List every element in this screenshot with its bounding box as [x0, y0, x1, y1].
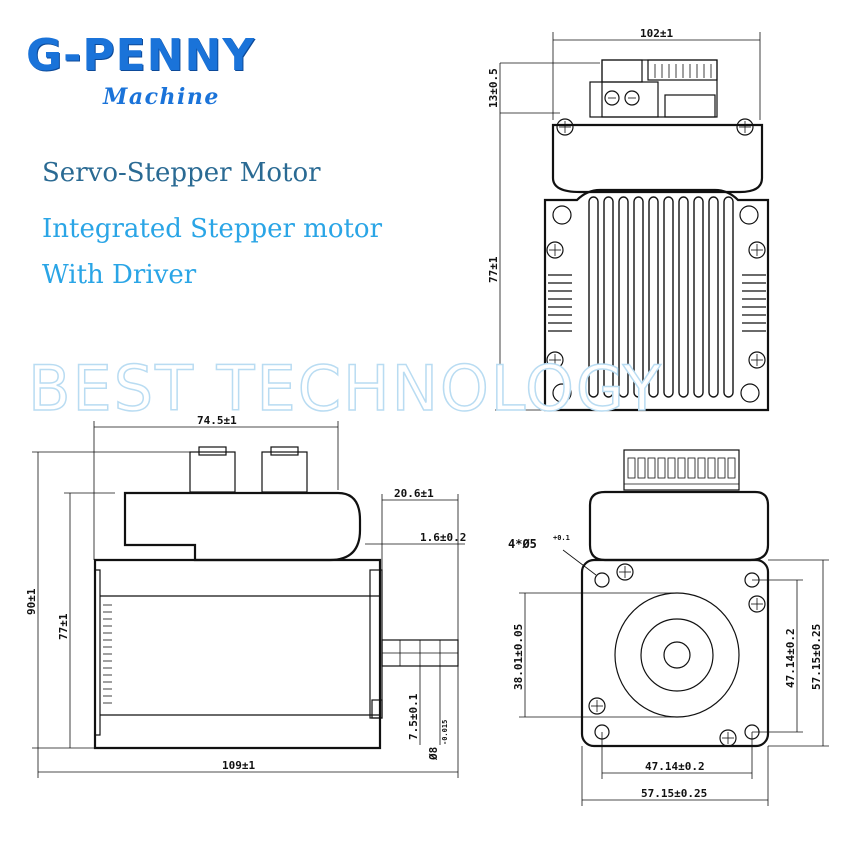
side-ribs [103, 604, 112, 704]
dim-top-width: 102±1 [640, 27, 673, 40]
front-view: 4*Ø5 +0.1 38.01±0.05 47.14±0.2 57.15±0.2… [508, 449, 829, 806]
dim-front-pitch-h: 47.14±0.2 [645, 760, 705, 773]
front-connector-pins [624, 457, 739, 485]
cooling-fins [548, 196, 766, 398]
dim-front-pitch-v: 47.14±0.2 [784, 628, 797, 688]
dim-top-body: 77±1 [487, 256, 500, 283]
dim-front-holes-tol: +0.1 [553, 534, 570, 542]
watermark-text: BEST TECHNOLOGY [27, 351, 663, 426]
dim-shaft-step: 1.6±0.2 [420, 531, 466, 544]
dim-top-connector: 13±0.5 [487, 68, 500, 108]
connector-pins [654, 64, 712, 78]
dim-side-body-h: 77±1 [57, 613, 70, 640]
dim-front-holes: 4*Ø5 [508, 537, 537, 551]
dim-shaft-diameter: Ø8 [427, 747, 440, 761]
dim-side-total-len: 109±1 [222, 759, 255, 772]
brand-logo-text: G-PENNY [26, 30, 256, 81]
dim-shaft-length: 20.6±1 [394, 487, 434, 500]
dim-front-boss: 38.01±0.05 [512, 624, 525, 690]
side-view: 74.5±1 90±1 77±1 [25, 414, 466, 778]
dim-side-total-h: 90±1 [25, 588, 38, 615]
heading-with-driver: With Driver [42, 260, 197, 290]
brand-subtitle: Machine [103, 84, 220, 110]
heading-servo-stepper: Servo-Stepper Motor [42, 158, 321, 188]
dim-front-flange-h: 57.15±0.25 [641, 787, 707, 800]
mounting-screws [546, 118, 766, 403]
top-view: 102±1 [487, 27, 770, 412]
dim-shaft-flat: 7.5±0.1 [407, 693, 420, 740]
dim-front-flange-v: 57.15±0.25 [810, 624, 823, 690]
dim-shaft-diameter-tol: -0.015 [441, 720, 449, 745]
heading-integrated: Integrated Stepper motor [42, 214, 383, 244]
dim-side-upper: 74.5±1 [197, 414, 237, 427]
